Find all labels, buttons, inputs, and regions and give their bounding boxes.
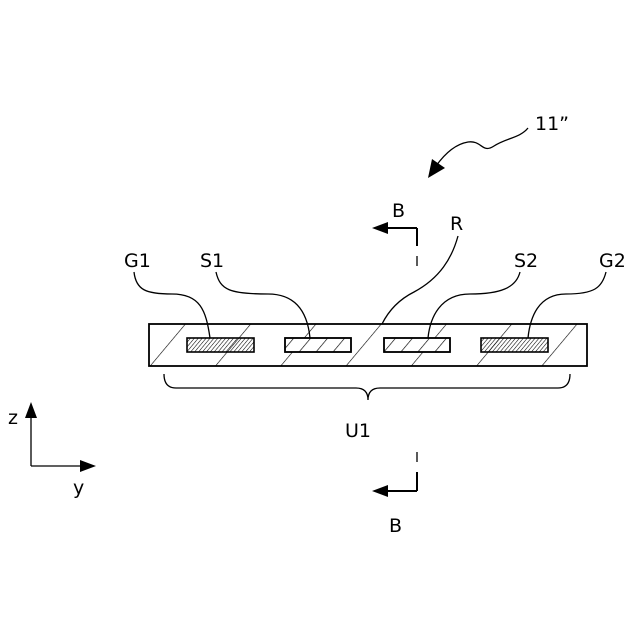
section-label-bottom: B [389, 515, 402, 537]
reference-arrowhead [428, 159, 445, 178]
axis-label-z: z [8, 407, 18, 429]
label-g2: G2 [599, 250, 626, 272]
leader-r [382, 236, 458, 324]
axis-label-y: y [73, 477, 84, 499]
y-axis-arrowhead [80, 460, 96, 472]
section-label-top: B [392, 200, 405, 222]
reference-numeral: 11” [535, 113, 569, 135]
unit-brace [164, 374, 570, 400]
ground-electrode-g1 [187, 338, 254, 352]
unit-label: U1 [345, 420, 371, 442]
reference-leader-line [436, 128, 528, 166]
section-arrow-top-head [372, 222, 388, 234]
section-arrow-bottom-head [372, 485, 388, 497]
label-r: R [450, 213, 463, 235]
z-axis-arrowhead [25, 402, 37, 418]
label-s2: S2 [514, 250, 538, 272]
ground-electrode-g2 [481, 338, 548, 352]
label-g1: G1 [124, 250, 151, 272]
label-s1: S1 [200, 250, 224, 272]
